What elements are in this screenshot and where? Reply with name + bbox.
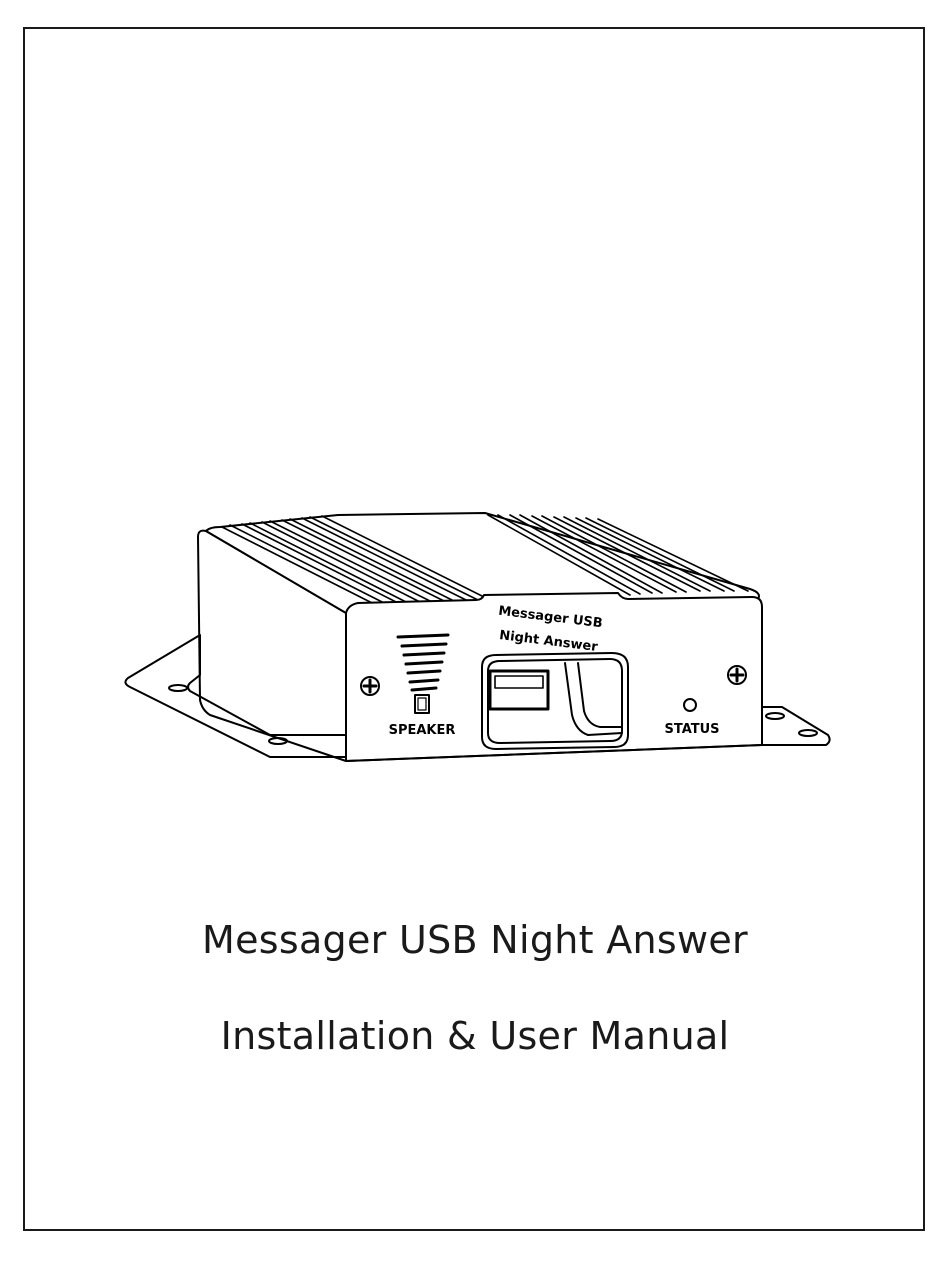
status-label: STATUS (664, 722, 719, 737)
speaker-label: SPEAKER (389, 723, 456, 738)
top-surface (205, 512, 760, 614)
front-panel (345, 592, 763, 762)
flange-hole (765, 712, 785, 720)
screw-right-icon (727, 665, 747, 685)
usb-bay-outer (481, 652, 629, 750)
right-flange (759, 706, 831, 746)
left-flange (124, 634, 349, 758)
usb-bay-inner (487, 658, 623, 744)
flange-hole (798, 729, 818, 737)
device-illustration: Messager USB Night Answer SPEAKER STATUS (110, 495, 850, 785)
heatsink-fins-left (221, 515, 489, 608)
speaker-grille (396, 633, 450, 692)
heatsink-fins-right (487, 514, 749, 596)
speaker-button (414, 694, 430, 714)
product-title: Messager USB Night Answer (202, 918, 748, 962)
page-border (23, 27, 925, 1231)
flange-hole (168, 684, 188, 692)
usb-port (488, 669, 550, 711)
screw-left-icon (360, 676, 380, 696)
manual-title: Installation & User Manual (220, 1014, 730, 1058)
status-led (683, 698, 697, 712)
